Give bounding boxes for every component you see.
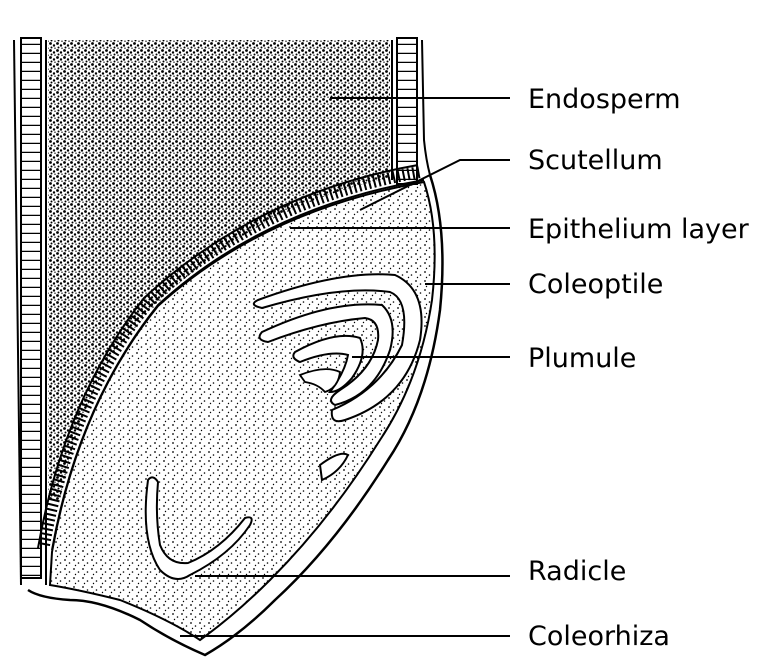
- label-radicle: Radicle: [528, 558, 626, 585]
- label-plumule: Plumule: [528, 345, 636, 372]
- right-wall: [392, 38, 430, 184]
- label-coleorhiza: Coleorhiza: [528, 623, 670, 650]
- label-coleoptile: Coleoptile: [528, 271, 663, 298]
- label-endosperm: Endosperm: [528, 86, 681, 113]
- label-scutellum: Scutellum: [528, 147, 663, 174]
- label-epithelium-layer: Epithelium layer: [528, 216, 749, 243]
- left-wall: [14, 38, 46, 585]
